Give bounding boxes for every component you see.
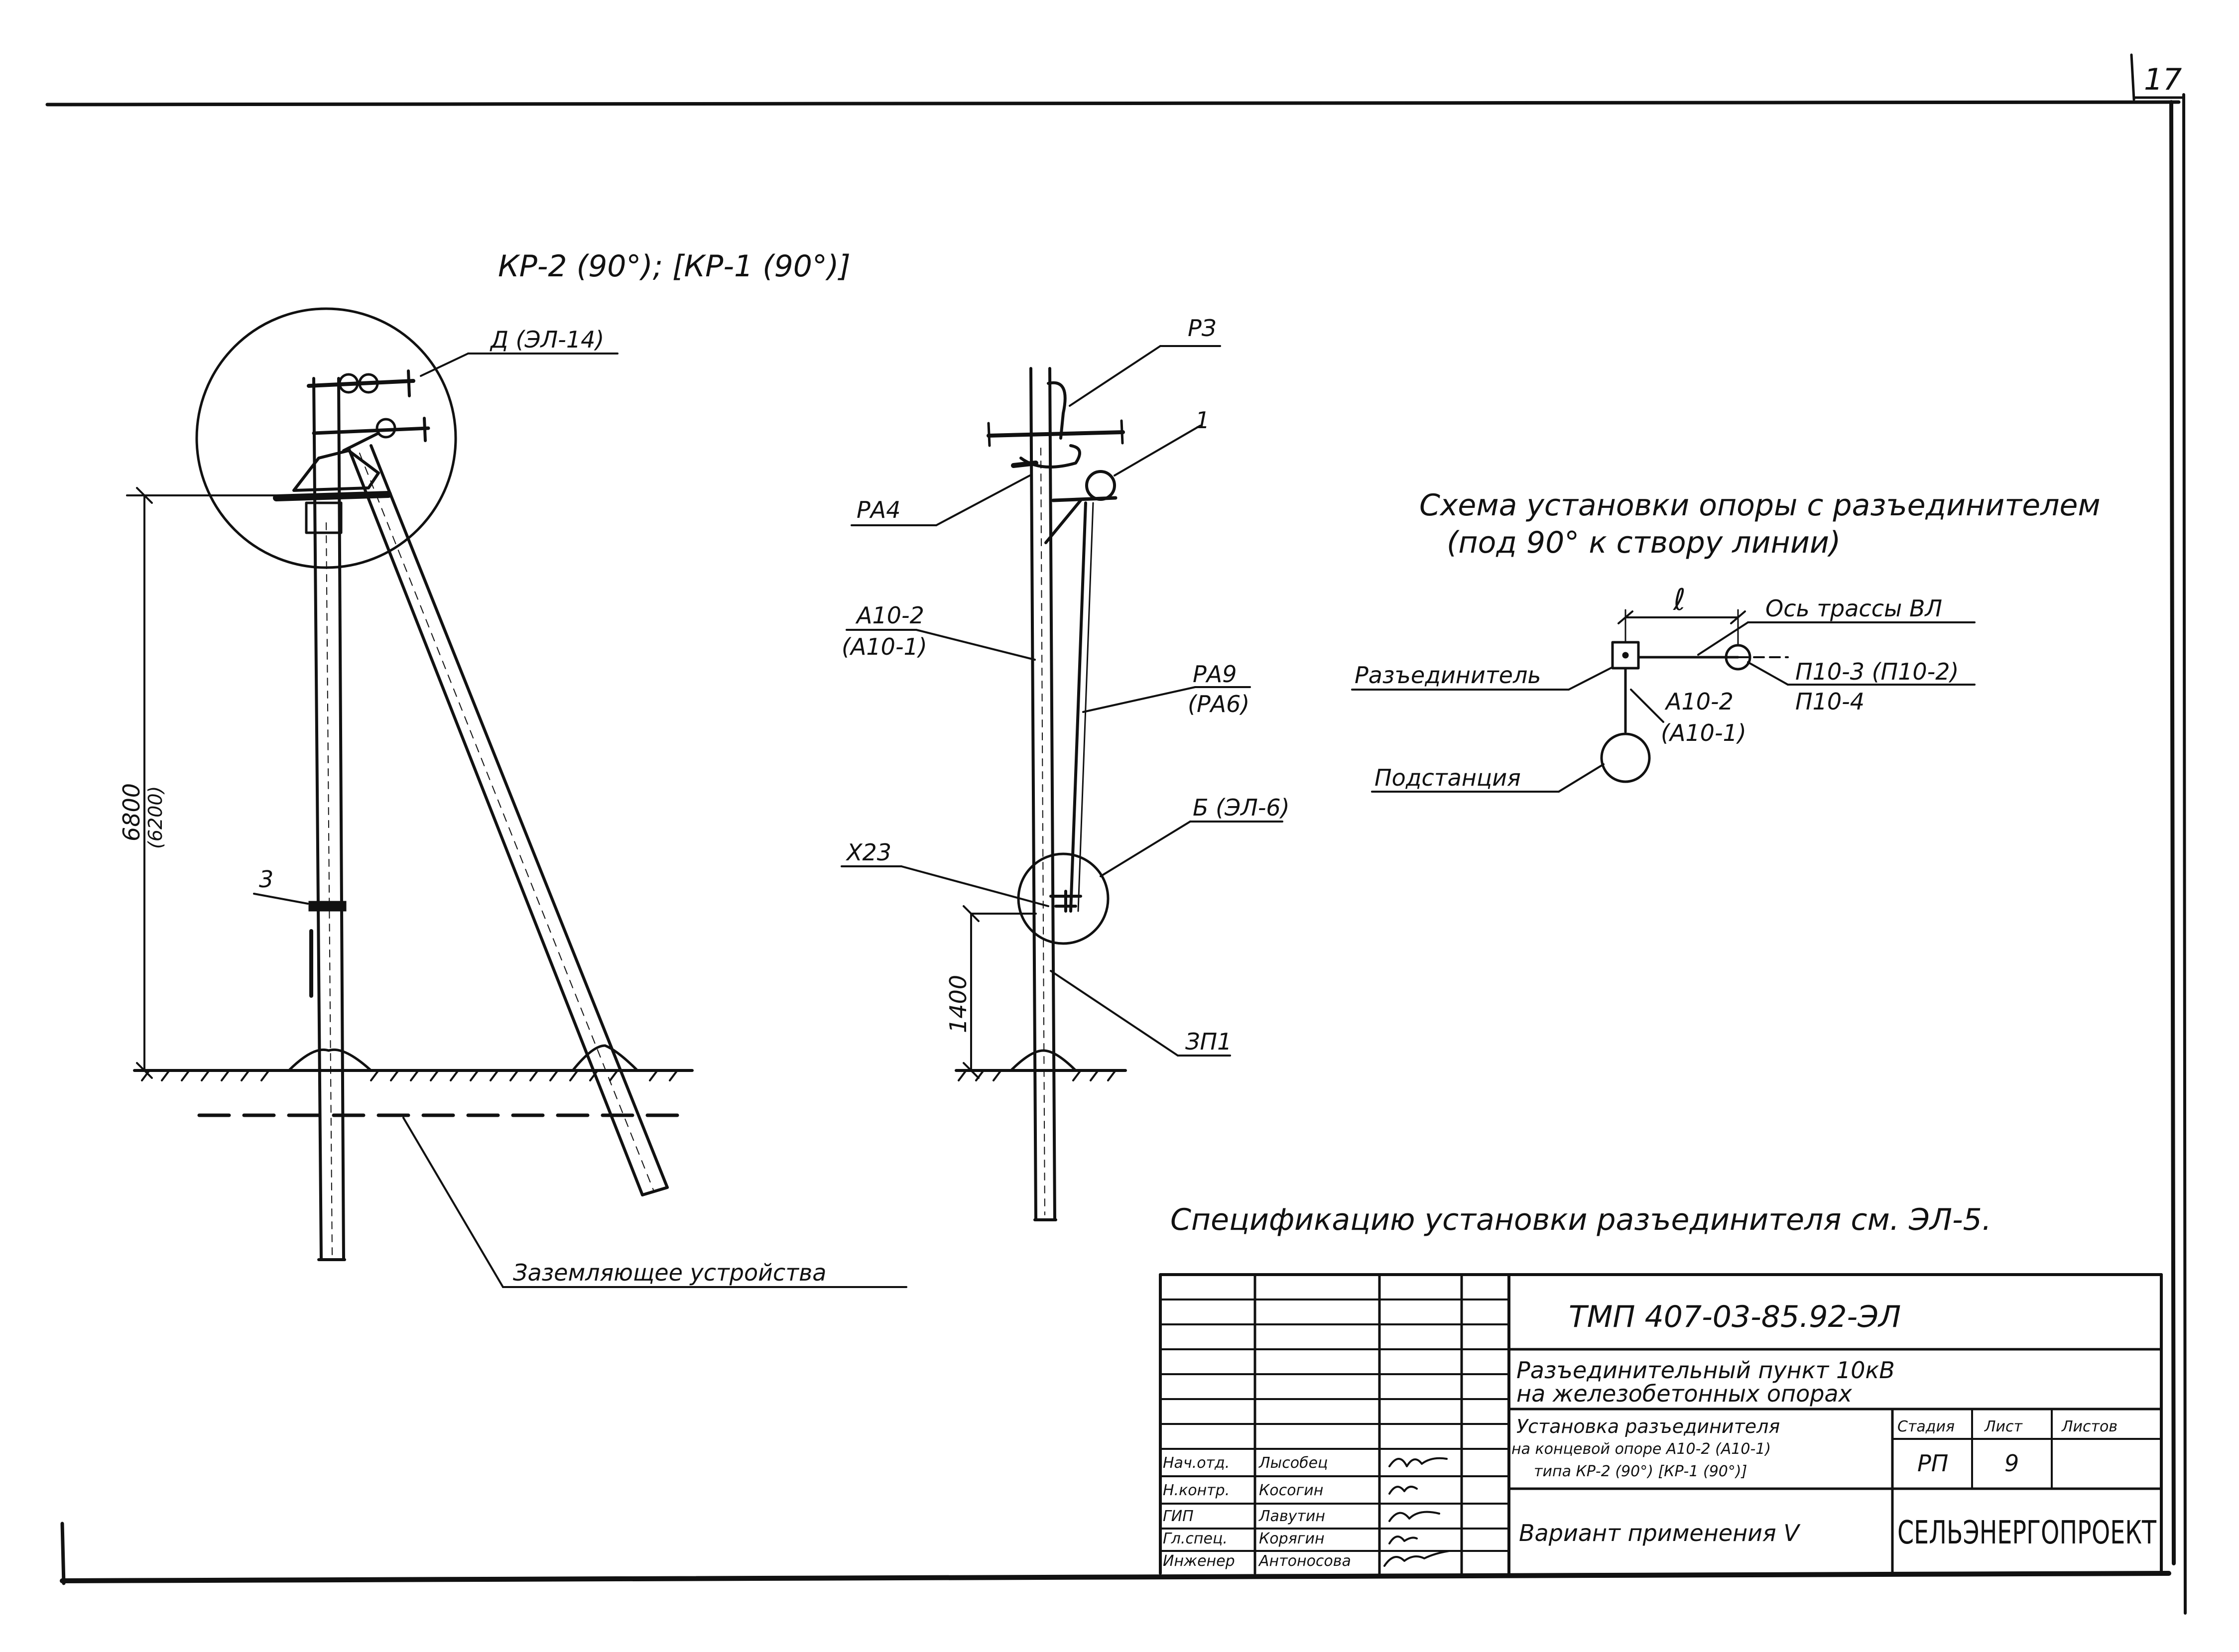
- scheme-title-line2: (под 90° к створу линии): [1447, 525, 1841, 560]
- stage-value: РП: [1917, 1450, 1948, 1477]
- callout-x23: Х23: [846, 839, 891, 866]
- sheet-number: 17: [2144, 62, 2182, 97]
- disconnector-label: Разъединитель: [1355, 662, 1541, 689]
- ground-line-right: [955, 1049, 1127, 1081]
- project-title-line2: на железобетонных опорах: [1516, 1380, 1853, 1407]
- grounding-label: Заземляющее устройства: [513, 1259, 826, 1286]
- dimension-6800-label: 6800: [118, 783, 145, 841]
- signature-rows: Нач.отд. Лысобец Н.контр. Косогин ГИП Ла…: [1163, 1454, 1351, 1570]
- signature-role: ГИП: [1163, 1508, 1194, 1525]
- callout-zp1: ЗП1: [1185, 1028, 1232, 1055]
- callout-ra4: РА4: [857, 496, 900, 523]
- right-pole-view: 1400 РЗ 1 РА4 А10-2 (А10-1) РА9 (РА6) Б …: [841, 315, 1290, 1221]
- callout-ra9-alt: (РА6): [1188, 691, 1249, 717]
- scheme-title-line1: Схема установки опоры с разъединителем: [1419, 488, 2101, 523]
- callout-ra9: РА9: [1193, 661, 1237, 688]
- sheets-header: Листов: [2061, 1418, 2117, 1435]
- axis-label: Ось трассы ВЛ: [1765, 595, 1942, 622]
- callout-3: 3: [259, 866, 273, 893]
- drawing-title-line2: на концевой опоре А10-2 (А10-1): [1511, 1440, 1771, 1458]
- installation-scheme: Схема установки опоры с разъединителем (…: [1351, 488, 2101, 793]
- callout-a10-alt: (А10-1): [842, 633, 927, 660]
- dimension-1400: [963, 905, 1037, 1079]
- callout-a10: А10-2: [855, 602, 924, 629]
- dimension-6800: [126, 487, 280, 1079]
- stage-header: Стадия: [1897, 1418, 1955, 1435]
- callout-b-el6: Б (ЭЛ-6): [1193, 794, 1290, 821]
- drawing-title-line1: Установка разъединителя: [1516, 1416, 1780, 1437]
- left-pole: [312, 377, 346, 1261]
- sheet-header: Лист: [1984, 1418, 2023, 1435]
- right-pole: [1029, 367, 1057, 1221]
- substation-label: Подстанция: [1374, 764, 1521, 791]
- signature-role: Гл.спец.: [1163, 1530, 1228, 1547]
- ground-line-left: [133, 1044, 694, 1081]
- pole-label: П10-3 (П10-2): [1795, 658, 1959, 685]
- anchor-label-alt: (А10-1): [1661, 719, 1746, 746]
- project-title-line1: Разъединительный пункт 10кВ: [1516, 1357, 1895, 1384]
- dim-l-label: ℓ: [1673, 583, 1686, 617]
- handwritten-signatures: [1383, 1457, 1450, 1567]
- variant-of-use: Вариант применения V: [1519, 1520, 1801, 1546]
- specification-note: Спецификацию установки разъединителя см.…: [1170, 1202, 1991, 1237]
- anchor-label: А10-2: [1664, 688, 1734, 715]
- dimension-6200-label: (6200): [144, 786, 166, 849]
- sheet-frame: [45, 53, 2187, 1615]
- callout-1: 1: [1195, 407, 1210, 434]
- strut: [347, 444, 669, 1196]
- drive-rod: [1069, 501, 1094, 913]
- signature-role: Нач.отд.: [1163, 1454, 1230, 1472]
- drawing-title-line3: типа КР-2 (90°) [КР-1 (90°)]: [1534, 1463, 1747, 1480]
- signature-name: Антоносова: [1258, 1552, 1351, 1570]
- right-pole-top: [987, 381, 1125, 544]
- callout-d-el14: Д (ЭЛ-14): [490, 326, 604, 353]
- title-block: [1159, 1273, 2163, 1575]
- document-code: ТМП 407-03-85.92-ЭЛ: [1569, 1299, 1901, 1334]
- signature-role: Инженер: [1163, 1552, 1235, 1570]
- substation-symbol: [1600, 732, 1651, 783]
- left-pole-view: 6800 (6200) Д (ЭЛ-14) 3 Заземляющее устр…: [118, 307, 907, 1288]
- signature-name: Косогин: [1259, 1482, 1323, 1499]
- sheet-value: 9: [2004, 1450, 2019, 1477]
- detail-circle-drive: [1017, 852, 1110, 945]
- signature-name: Лысобец: [1258, 1454, 1328, 1472]
- pole-top-equipment: [273, 369, 430, 534]
- dimension-1400-label: 1400: [945, 975, 972, 1033]
- variant-title: КР-2 (90°); [КР-1 (90°)]: [498, 249, 851, 284]
- signature-name: Корягин: [1259, 1530, 1325, 1547]
- signature-name: Лавутин: [1258, 1508, 1325, 1525]
- callout-r3: РЗ: [1188, 315, 1216, 342]
- pole-label-2: П10-4: [1795, 688, 1865, 715]
- signature-role: Н.контр.: [1163, 1482, 1230, 1499]
- organization: СЕЛЬЭНЕРГОПРОЕКТ: [1897, 1515, 2157, 1551]
